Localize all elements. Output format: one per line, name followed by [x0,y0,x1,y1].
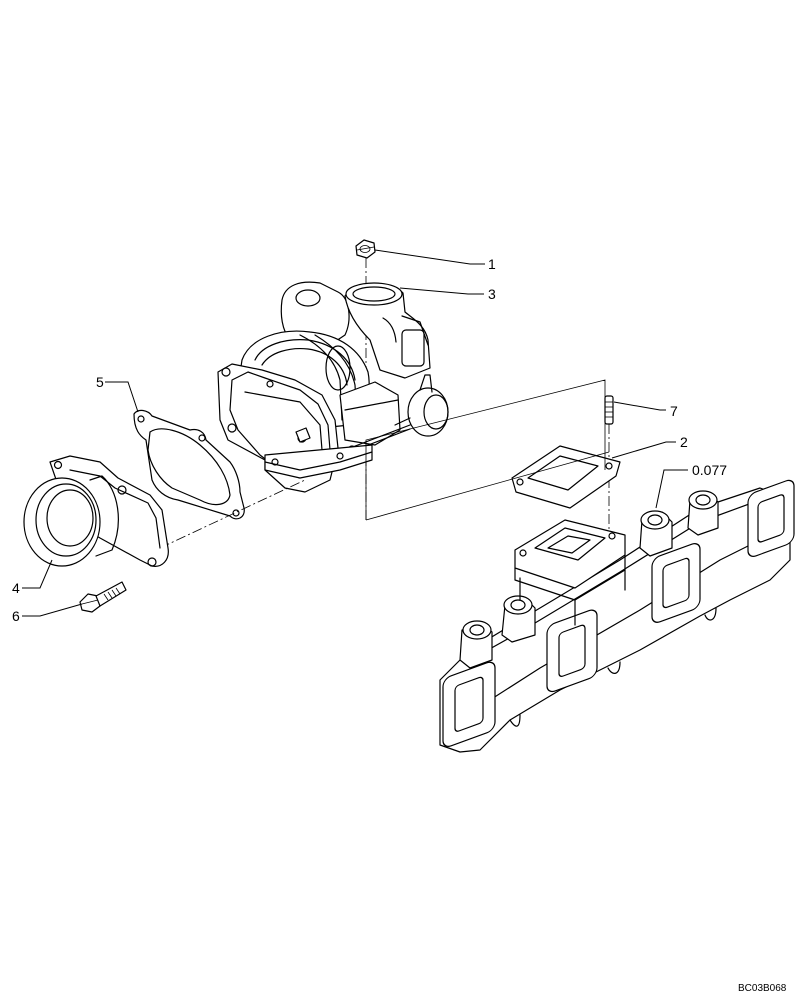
part-3-turbocharger [217,281,449,493]
callout-1: 1 [488,256,496,272]
part-0077-exhaust-manifold [439,479,795,753]
callout-3: 3 [488,286,496,302]
part-4-inlet-adapter [23,455,169,567]
callout-5: 5 [96,374,104,390]
callout-4: 4 [12,580,20,596]
part-6-bolt [79,581,127,613]
part-1-nut [355,239,376,259]
callout-6: 6 [12,608,20,624]
callout-7: 7 [670,403,678,419]
part-5-gasket [133,409,245,520]
drawing-reference: BC03B068 [738,983,787,994]
leader-lines [22,249,688,617]
callout-0077: 0.077 [692,462,727,478]
callout-2: 2 [680,434,688,450]
part-7-stud [604,395,614,425]
part-2-flange-gasket [511,445,621,509]
